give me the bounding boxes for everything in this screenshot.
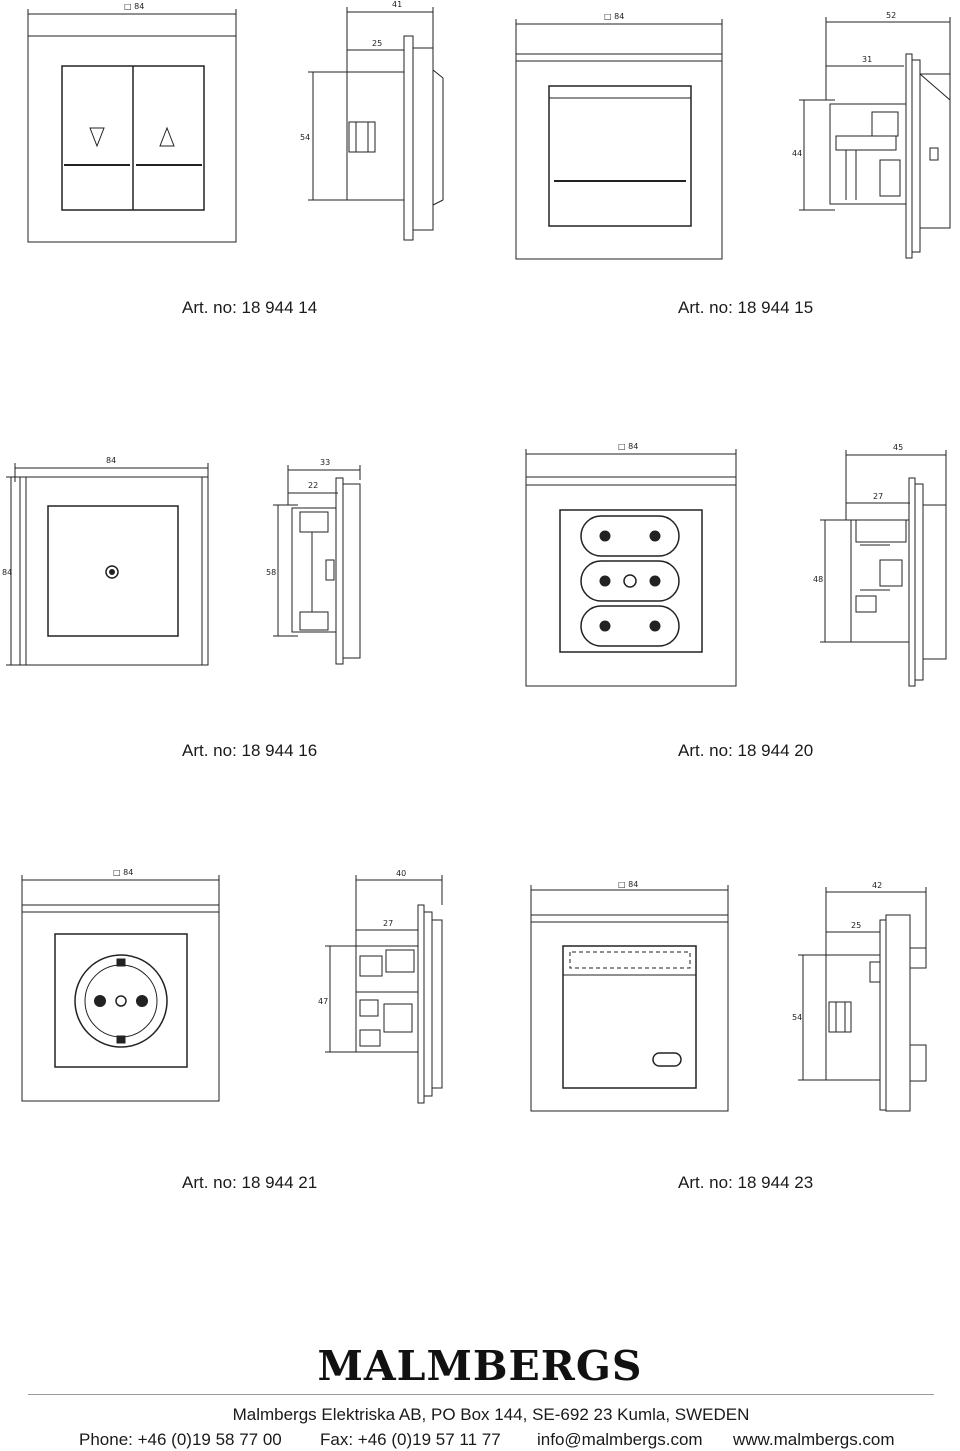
europlug-socket-icon [580,605,680,647]
dimension-label: 31 [862,55,872,64]
dimension-label: 25 [372,39,382,48]
article-number-caption: Art. no: 18 944 21 [182,1173,318,1192]
drawing-18-944-21-side: 40 27 47 [318,869,443,1104]
dimension-label: 52 [886,11,896,20]
company-address: Malmbergs Elektriska AB, PO Box 144, SE-… [232,1405,750,1424]
dimension-label: 27 [873,492,883,501]
drawing-18-944-14-side: 41 25 54 [300,0,444,241]
email-link[interactable]: info@malmbergs.com [537,1430,703,1449]
dimension-label: 40 [396,869,406,878]
dimension-label: 84 [106,456,116,465]
knob-icon [105,565,119,579]
drawing-18-944-16-front: 84 84 [2,456,209,666]
dimension-label: □ 84 [618,442,638,451]
dimension-label: 58 [266,568,276,577]
dimension-label: □ 84 [124,2,144,11]
drawing-18-944-20-front: □ 84 [525,442,737,687]
dimension-label: 54 [792,1013,802,1022]
dimension-label: 27 [383,919,393,928]
dimension-label: 54 [300,133,310,142]
company-logo: MALMBERGS [317,1342,643,1390]
schuko-socket-icon [74,954,168,1048]
website-link[interactable]: www.malmbergs.com [733,1430,895,1449]
arrow-up-icon [159,126,175,147]
dimension-label: 44 [792,149,802,158]
dimension-label: 41 [392,0,402,9]
fax-number: Fax: +46 (0)19 57 11 77 [320,1430,501,1449]
dimension-label: 33 [320,458,330,467]
drawing-18-944-16-side: 33 22 58 [266,458,361,665]
europlug-socket-icon [580,515,680,557]
article-number-caption: Art. no: 18 944 16 [182,741,318,760]
dimension-label: □ 84 [618,880,638,889]
dimension-label: 47 [318,997,328,1006]
dimension-label: 25 [851,921,861,930]
article-number-caption: Art. no: 18 944 14 [182,298,318,317]
article-number-caption: Art. no: 18 944 23 [678,1173,814,1192]
drawing-18-944-14-front: □ 84 [27,2,237,243]
arrow-down-icon [89,127,105,148]
dimension-label: 42 [872,881,882,890]
dimension-label: 45 [893,443,903,452]
drawing-18-944-23-front: □ 84 [530,880,729,1112]
drawing-18-944-23-side: 42 25 54 [792,881,927,1112]
drawing-18-944-15-side: 52 31 44 [792,11,951,259]
phone-number: Phone: +46 (0)19 58 77 00 [79,1430,282,1449]
dimension-label: □ 84 [604,12,624,21]
hinged-lid-icon [562,945,697,1089]
dimension-label: 84 [2,568,12,577]
drawing-18-944-21-front: □ 84 [21,868,220,1102]
dimension-label: □ 84 [113,868,133,877]
drawing-18-944-15-front: □ 84 [515,12,723,260]
dimension-label: 48 [813,575,823,584]
article-number-caption: Art. no: 18 944 15 [678,298,814,317]
drawing-18-944-20-side: 45 27 48 [813,443,947,687]
footer-divider [28,1394,934,1395]
dimension-label: 22 [308,481,318,490]
europlug-socket-icon [580,560,680,602]
article-number-caption: Art. no: 18 944 20 [678,741,814,760]
